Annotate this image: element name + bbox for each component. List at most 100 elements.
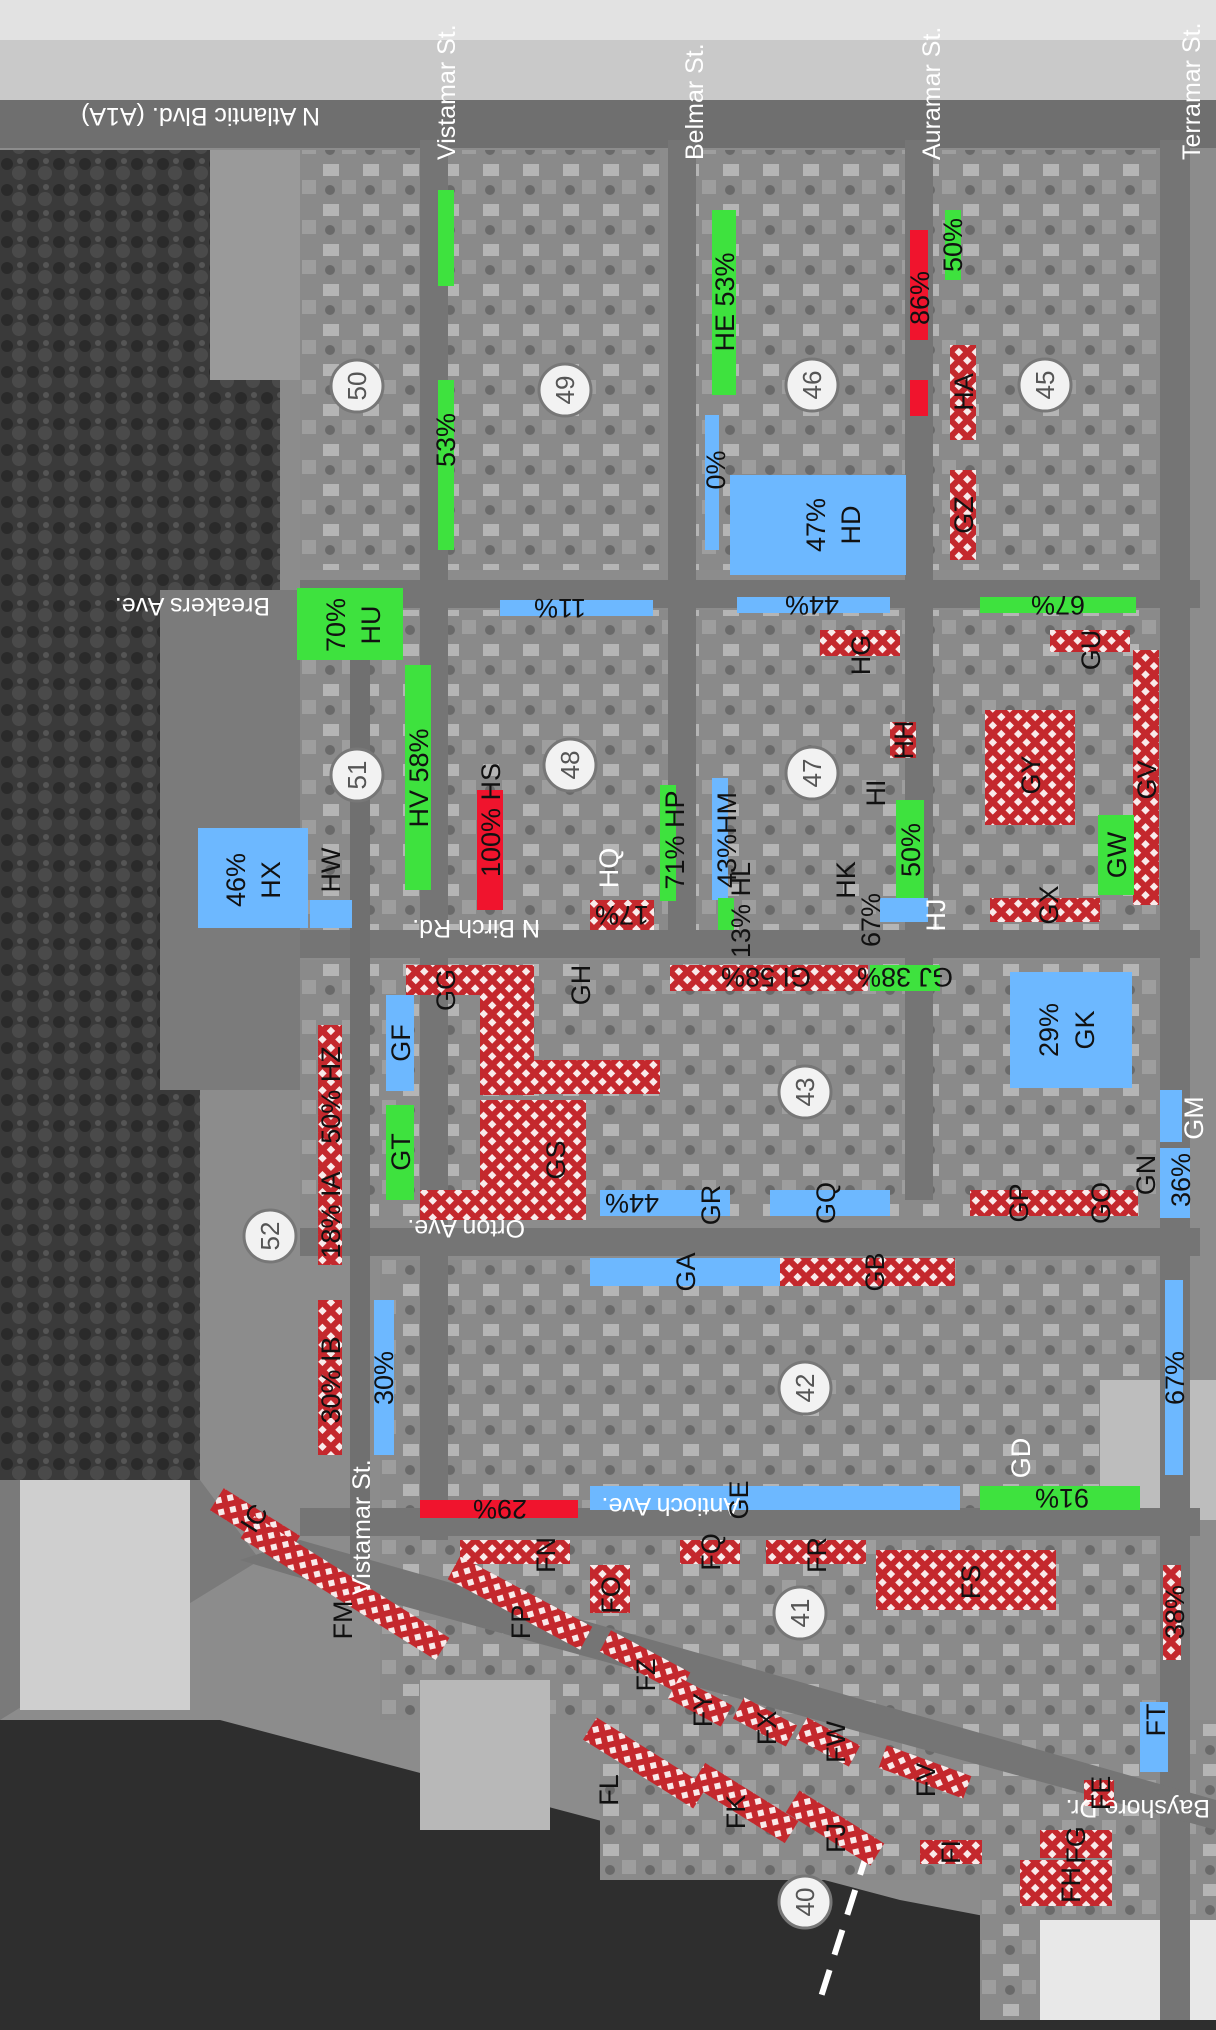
seg-fw[interactable] [795,1717,861,1767]
seg-gy[interactable] [985,710,1075,825]
block-marker-41[interactable]: 41 [772,1585,828,1641]
label-hd-pct: 47% [801,498,831,552]
seg-fs[interactable] [876,1550,1056,1610]
seg-hz[interactable] [318,1025,342,1165]
label-44-top: 44% [785,590,839,620]
block-marker-45[interactable]: 45 [1017,357,1073,413]
block-marker-46[interactable]: 46 [784,357,840,413]
seg-gd[interactable] [980,1486,1140,1510]
seg-53-pct-1[interactable] [438,190,454,286]
seg-86-red-1[interactable] [910,230,928,340]
seg-fy[interactable] [667,1677,733,1727]
seg-67-bottom[interactable] [1165,1280,1183,1475]
seg-hs[interactable] [477,790,503,910]
seg-hj[interactable] [880,898,928,922]
seg-fl[interactable] [582,1717,708,1809]
seg-hk[interactable] [896,800,924,910]
seg-ft[interactable] [1140,1702,1168,1772]
seg-gu[interactable] [1050,630,1130,652]
seg-fr[interactable] [766,1540,866,1564]
seg-go[interactable] [1063,1190,1138,1216]
seg-ia[interactable] [318,1165,342,1265]
seg-gt[interactable] [386,1105,414,1200]
seg-gq[interactable] [770,1190,890,1216]
street-label-a1a: N Atlantic Blvd. (A1A) [81,102,320,130]
seg-fg[interactable] [1040,1830,1112,1858]
seg-he[interactable] [712,210,736,395]
label-fs: FS [956,1565,986,1600]
block-marker-52[interactable]: 52 [242,1208,298,1264]
seg-fp[interactable] [447,1556,593,1650]
seg-gv[interactable] [1133,650,1159,905]
seg-gw[interactable] [1098,815,1134,895]
label-gw: GW [1102,831,1132,878]
label-hj-code: HJ [921,899,951,932]
seg-0-blue[interactable] [705,415,719,550]
block-marker-42[interactable]: 42 [777,1360,833,1416]
seg-hw[interactable] [310,900,352,928]
seg-fh[interactable] [1020,1860,1112,1906]
seg-hu[interactable] [297,588,403,660]
seg-ha[interactable] [950,345,976,440]
seg-fz[interactable] [599,1630,691,1694]
block-marker-51[interactable]: 51 [329,747,385,803]
seg-hd[interactable] [730,475,906,575]
seg-67-top[interactable] [980,597,1136,613]
seg-hl[interactable] [718,898,734,930]
label-67-top: 67% [1031,590,1085,620]
seg-86-red-2[interactable] [910,380,928,416]
seg-fm[interactable] [240,1516,450,1660]
street-label-bayshore: Bayshore Dr. [1065,1794,1210,1822]
block-marker-40[interactable]: 40 [777,1874,833,1930]
seg-gi[interactable] [670,965,868,991]
block-marker-48[interactable]: 48 [542,737,598,793]
seg-fo[interactable] [590,1565,630,1613]
seg-fn[interactable] [460,1540,570,1564]
seg-29[interactable] [420,1500,578,1518]
seg-gr[interactable] [600,1190,730,1216]
seg-hm[interactable] [712,778,728,900]
seg-30[interactable] [374,1300,394,1455]
seg-fx[interactable] [732,1697,798,1747]
seg-ib[interactable] [318,1300,342,1455]
seg-gs-2[interactable] [420,1190,580,1220]
seg-gf[interactable] [386,995,414,1091]
seg-gn[interactable] [1160,1148,1190,1218]
seg-fk[interactable] [691,1762,799,1844]
block-marker-47[interactable]: 47 [784,745,840,801]
label-gk-pct: 29% [1034,1003,1064,1057]
seg-17[interactable] [590,900,654,930]
seg-gx[interactable] [990,898,1100,922]
block-marker-50[interactable]: 50 [329,358,385,414]
seg-44[interactable] [737,597,890,613]
seg-gm[interactable] [1160,1090,1182,1142]
block-marker-49[interactable]: 49 [537,362,593,418]
seg-50-green[interactable] [945,210,961,280]
seg-fq[interactable] [680,1540,740,1564]
block-marker-43[interactable]: 43 [777,1064,833,1120]
seg-gg[interactable] [406,965,482,995]
seg-gb[interactable] [780,1258,955,1286]
street-labels: Vistamar St. Belmar St. Auramar St. Terr… [81,22,1210,1822]
seg-ga[interactable] [590,1258,780,1286]
seg-gz[interactable] [950,470,976,560]
seg-53-pct-2[interactable] [438,380,454,550]
label-fp: FP [506,1605,536,1640]
park-trees [0,150,280,1480]
seg-gh-2[interactable] [480,1060,660,1094]
seg-hp[interactable] [660,785,676,901]
seg-gj[interactable] [870,965,940,991]
seg-hh[interactable] [890,722,916,758]
seg-ge[interactable] [590,1486,960,1510]
seg-fv[interactable] [878,1745,972,1799]
seg-11[interactable] [500,600,653,616]
seg-38[interactable] [1163,1565,1181,1660]
seg-hg[interactable] [820,630,900,656]
seg-fi[interactable] [920,1840,982,1864]
seg-hx[interactable] [198,828,308,928]
label-fe: FE [1086,1776,1116,1811]
seg-gk[interactable] [1010,972,1132,1088]
seg-hv[interactable] [405,665,431,890]
seg-fj[interactable] [785,1790,885,1866]
seg-fe[interactable] [1084,1780,1114,1806]
